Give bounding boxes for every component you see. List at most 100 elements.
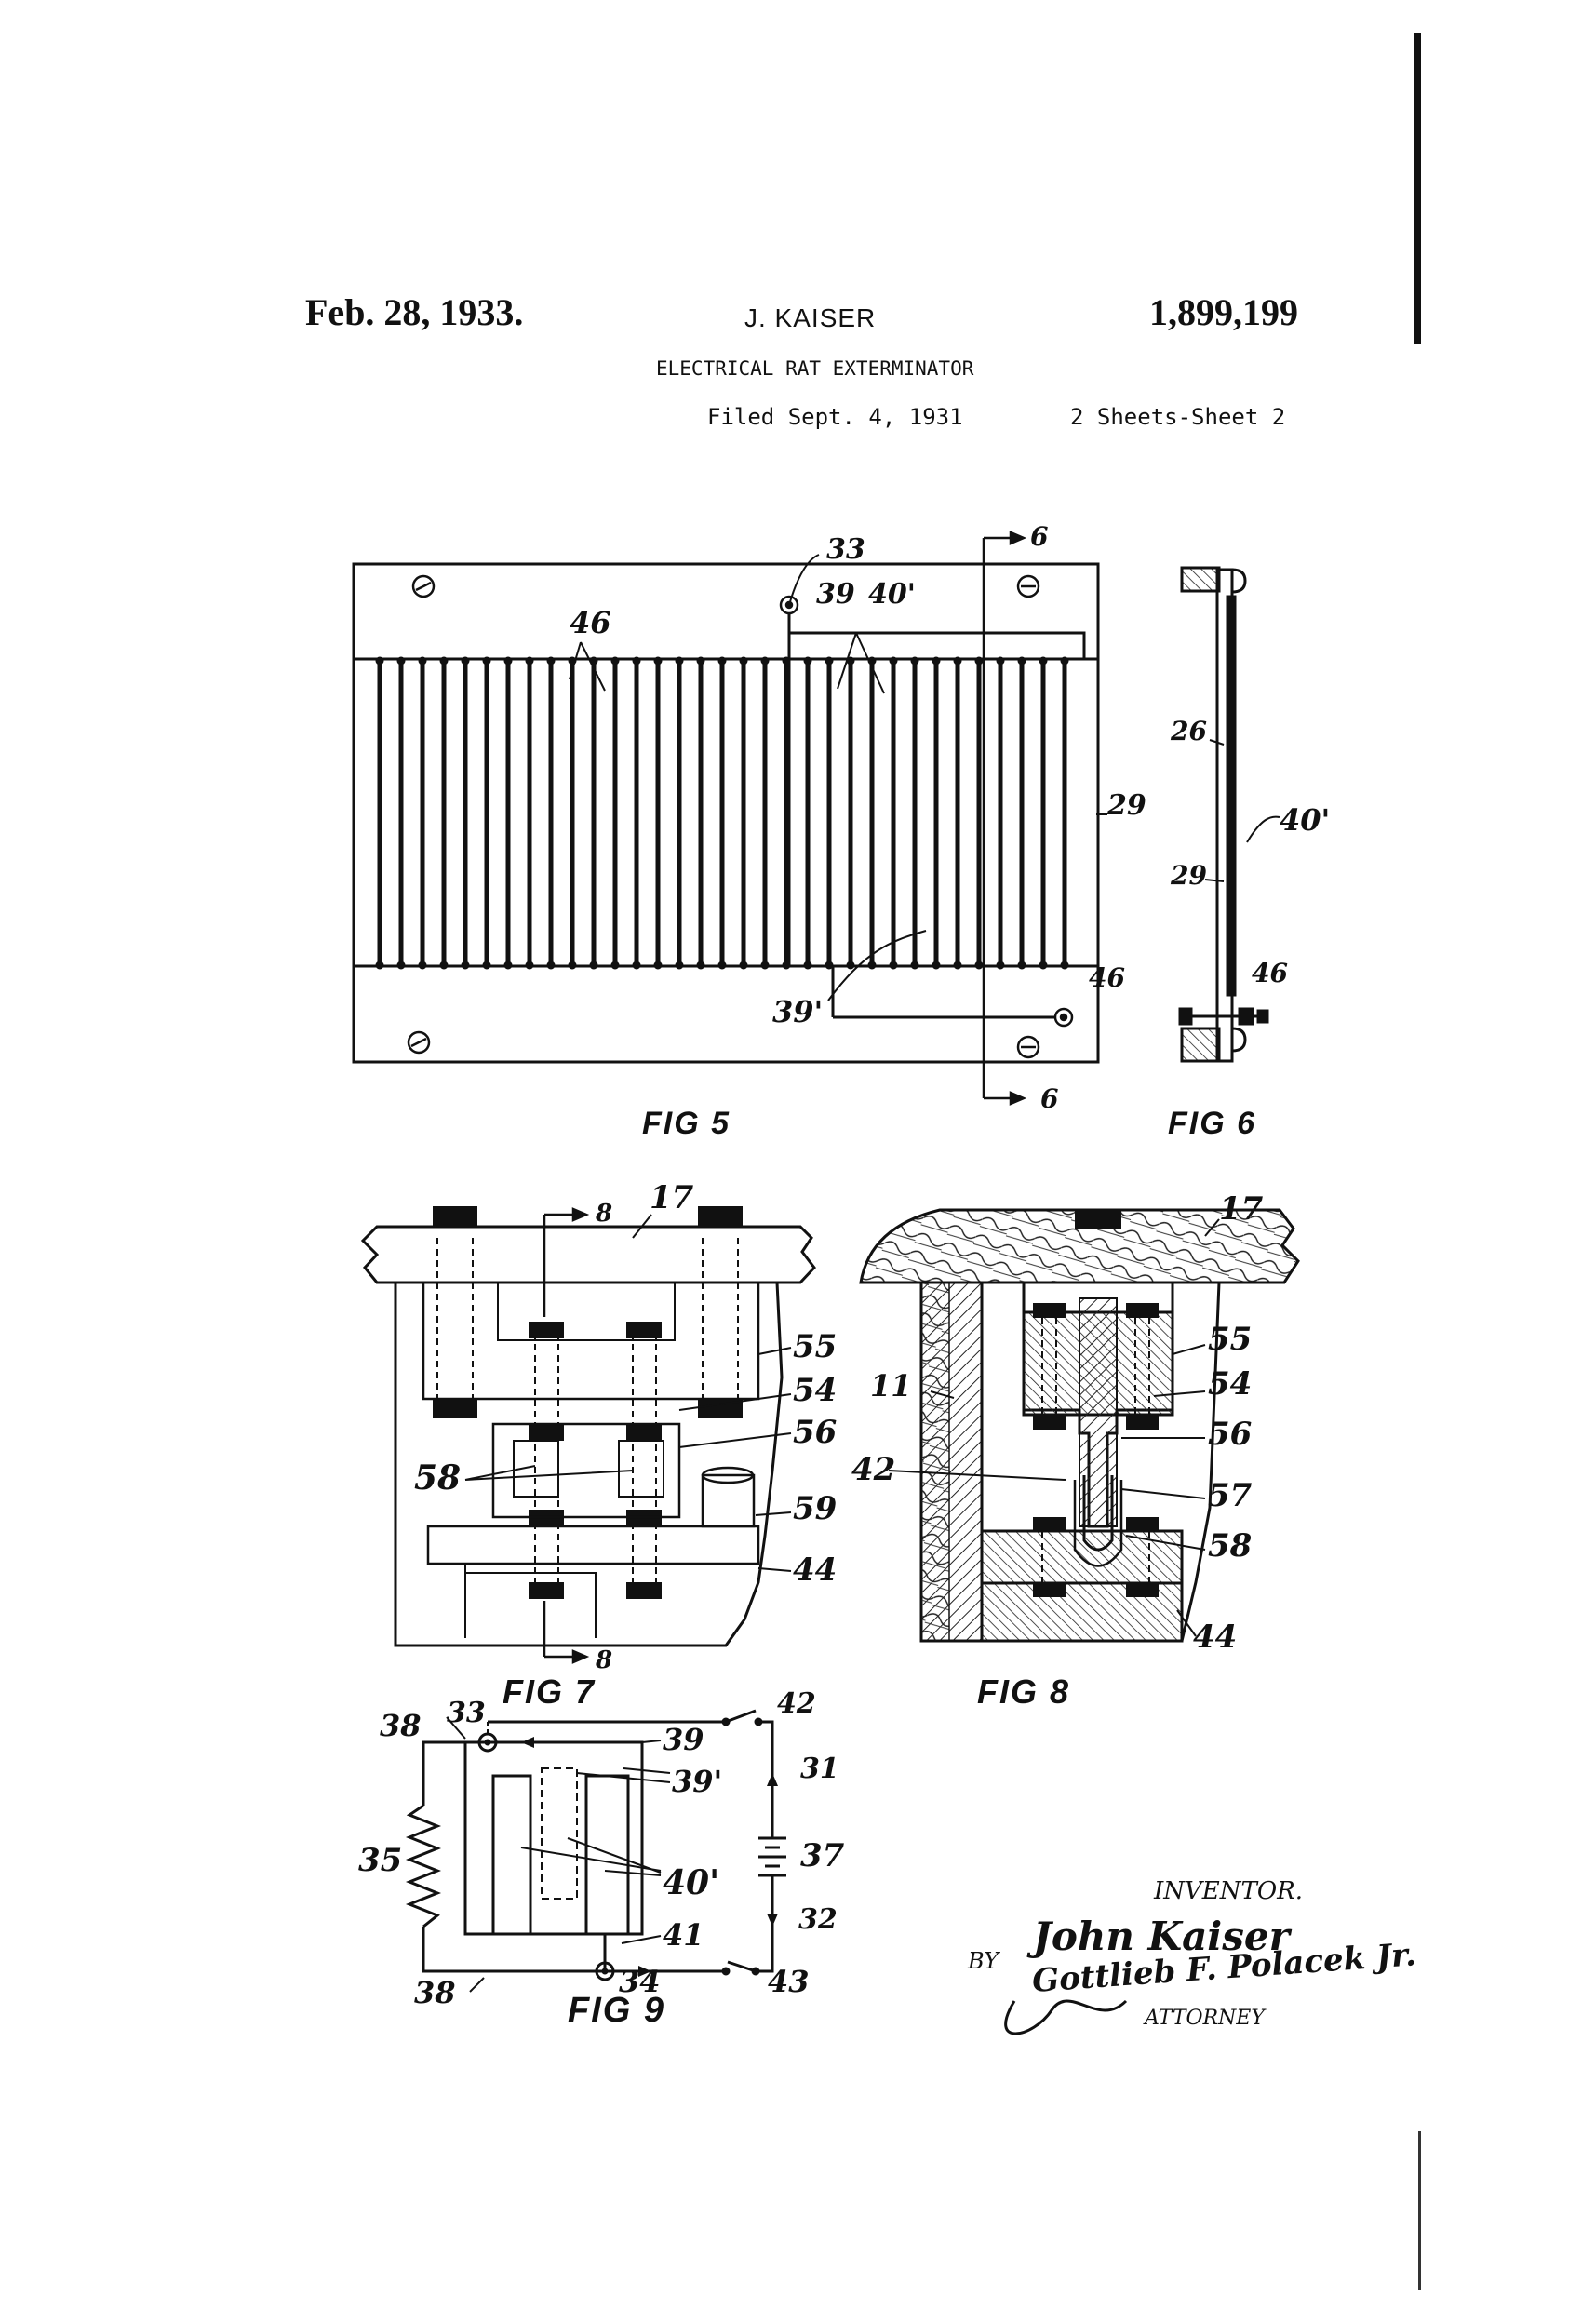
conductor-rivet — [525, 656, 534, 665]
sheet-info: 2 Sheets-Sheet 2 — [1070, 404, 1286, 430]
fig6-caption: FIG 6 — [1168, 1106, 1256, 1141]
conductor-rivet — [568, 960, 577, 970]
fig9-label-39: 39 — [663, 1722, 704, 1757]
fig5-label-6-top: 6 — [1030, 521, 1048, 552]
fig7-caption: FIG 7 — [503, 1672, 596, 1711]
fig8-label-55: 55 — [1208, 1321, 1252, 1358]
fig7-label-54: 54 — [793, 1372, 837, 1409]
fig5-label-46-top: 46 — [570, 605, 611, 640]
conductor-rivet — [846, 960, 855, 970]
conductor-rivet — [503, 656, 513, 665]
conductor-rivet — [1017, 656, 1026, 665]
conductor-rivet — [653, 656, 663, 665]
fig5-label-33: 33 — [826, 533, 865, 566]
fig8-label-54: 54 — [1208, 1365, 1252, 1403]
conductor-rivet — [739, 960, 748, 970]
conductor-rivet — [932, 656, 941, 665]
figure-9 — [405, 1709, 786, 1993]
fig9-label-37: 37 — [800, 1837, 845, 1874]
fig9-label-43: 43 — [768, 1964, 810, 1999]
conductor-rivet — [739, 656, 748, 665]
conductor-rivet — [953, 656, 962, 665]
signature-block: INVENTOR. John Kaiser BY Gottlieb F. Pol… — [967, 1877, 1417, 2035]
inventor-name: J. KAISER — [744, 303, 877, 332]
conductor-rivet — [546, 960, 556, 970]
fig9-label-42: 42 — [777, 1687, 816, 1720]
fig8-label-17: 17 — [1219, 1190, 1264, 1228]
fig5-label-6-bottom: 6 — [1040, 1083, 1058, 1114]
conductor-rivet — [1039, 656, 1048, 665]
fig9-label-32: 32 — [798, 1903, 838, 1936]
conductor-rivet — [396, 656, 406, 665]
inventor-label: INVENTOR. — [1153, 1877, 1303, 1905]
fig7-label-8-bottom: 8 — [595, 1646, 612, 1674]
conductor-rivet — [889, 960, 898, 970]
conductor-rivet — [803, 656, 812, 665]
conductor-rivet — [1039, 960, 1048, 970]
conductor-rivet — [803, 960, 812, 970]
fig8-label-42: 42 — [851, 1451, 895, 1488]
conductor-rivet — [825, 960, 834, 970]
conductor-rivet — [482, 960, 491, 970]
fig9-label-33: 33 — [447, 1697, 486, 1729]
fig6-label-29: 29 — [1170, 860, 1207, 891]
fig6-label-46: 46 — [1252, 958, 1288, 988]
conductor-rivet — [996, 960, 1005, 970]
fig9-label-41: 41 — [663, 1917, 704, 1953]
margin-rule — [1414, 33, 1421, 344]
fig9-label-39p: 39' — [672, 1764, 722, 1799]
figure-6 — [1178, 566, 1280, 1063]
conductor-rivet — [503, 960, 513, 970]
by-label: BY — [967, 1948, 1000, 1974]
conductor-rivet — [396, 960, 406, 970]
fig5-caption: FIG 5 — [642, 1106, 731, 1141]
conductor-rivet — [760, 960, 770, 970]
fig9-label-38-bottom: 38 — [414, 1975, 456, 2010]
filed-date: Filed Sept. 4, 1931 — [707, 404, 963, 430]
fig9-label-40p: 40' — [663, 1863, 719, 1902]
fig8-label-44: 44 — [1193, 1619, 1237, 1656]
conductor-rivet — [932, 960, 941, 970]
attorney-label: ATTORNEY — [1143, 2007, 1267, 2030]
fig5-label-40p: 40' — [868, 578, 916, 611]
fig8-label-58: 58 — [1208, 1527, 1252, 1565]
conductor-rivet — [461, 960, 470, 970]
conductor-rivet — [953, 960, 962, 970]
fig7-label-59: 59 — [793, 1490, 837, 1527]
patent-date: Feb. 28, 1933. — [305, 291, 524, 333]
conductor-rivet — [525, 960, 534, 970]
fig7-label-56: 56 — [793, 1414, 837, 1451]
fig8-label-57: 57 — [1208, 1477, 1253, 1514]
fig7-label-55: 55 — [793, 1328, 837, 1365]
fig9-label-38-top: 38 — [380, 1708, 422, 1743]
conductor-rivet — [867, 960, 877, 970]
conductor-rivet — [653, 960, 663, 970]
conductor-rivet — [675, 960, 684, 970]
conductor-rivet — [610, 960, 620, 970]
fig6-label-40p: 40' — [1280, 802, 1330, 838]
fig9-caption: FIG 9 — [568, 1991, 665, 2030]
conductor-rivet — [974, 656, 984, 665]
conductor-rivet — [696, 656, 705, 665]
figure-8 — [859, 1208, 1300, 1643]
conductor-rivet — [461, 656, 470, 665]
fig5-label-46-side: 46 — [1089, 962, 1125, 993]
fig9-label-34: 34 — [619, 1964, 661, 1999]
figure-5 — [352, 531, 1107, 1106]
margin-rule-lower — [1418, 2131, 1421, 2290]
conductor-rivet — [632, 656, 641, 665]
conductor-rivet — [439, 960, 449, 970]
conductor-rivet — [974, 960, 984, 970]
fig8-label-11: 11 — [870, 1368, 912, 1404]
conductor-rivet — [1060, 656, 1069, 665]
fig6-label-26: 26 — [1170, 716, 1207, 746]
conductor-rivet — [1060, 960, 1069, 970]
fig5-label-39p: 39' — [772, 994, 823, 1029]
fig8-label-56: 56 — [1208, 1416, 1252, 1453]
fig9-label-31: 31 — [800, 1753, 839, 1785]
conductor-rivet — [418, 960, 427, 970]
conductor-rivet — [996, 656, 1005, 665]
conductor-rivet — [1017, 960, 1026, 970]
figure-7 — [360, 1206, 816, 1664]
